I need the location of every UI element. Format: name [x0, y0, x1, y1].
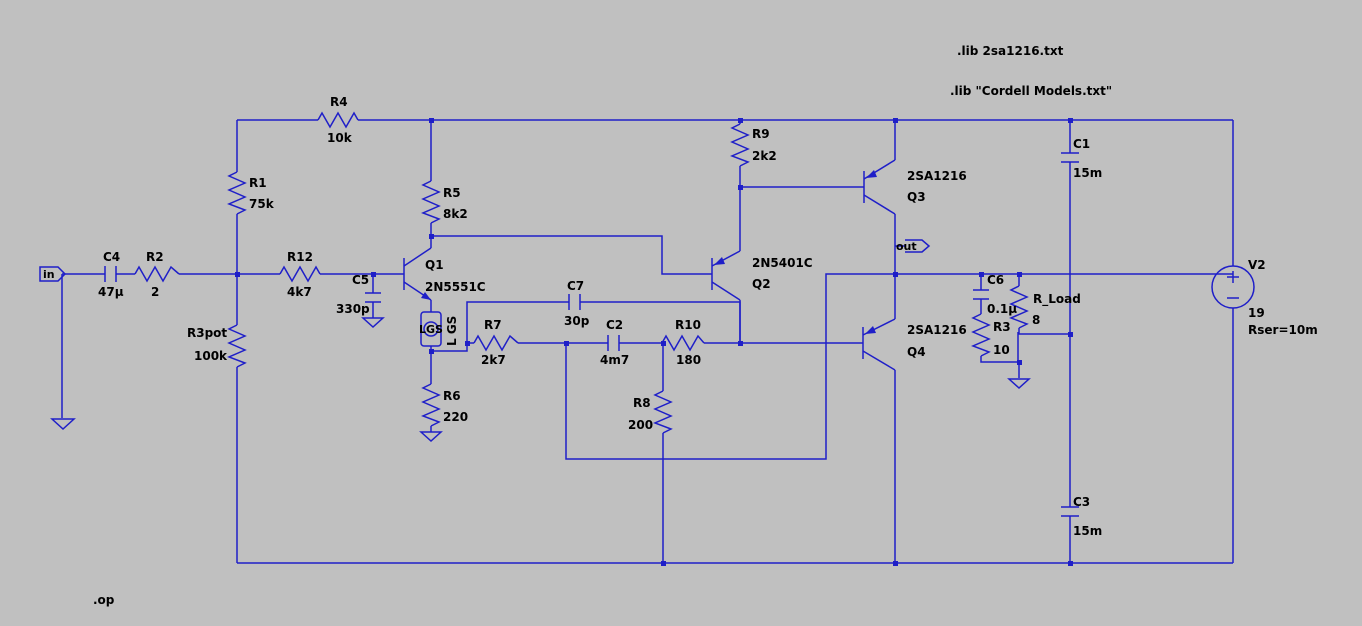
label-C5-name: C5 [352, 273, 369, 287]
label-R5-value: 8k2 [443, 207, 468, 221]
resistor-R12 [279, 265, 321, 283]
capacitor-symbols [104, 152, 1079, 517]
component-labels: R4 10k R1 75k R3pot 100k C4 47µ R2 2 R12… [98, 95, 1318, 538]
label-R7-name: R7 [484, 318, 502, 332]
resistor-R1 [227, 171, 247, 215]
label-LGS-name: L GS [445, 316, 459, 346]
label-R4-value: 10k [327, 131, 353, 145]
junction-dots [235, 118, 1073, 566]
capacitor-C4 [104, 266, 117, 282]
transistor-Q2 [711, 250, 741, 301]
ground-symbols [50, 317, 1031, 443]
ground-icon [50, 418, 76, 431]
label-V2-name: V2 [1248, 258, 1266, 272]
label-C2-name: C2 [606, 318, 623, 332]
svg-text:out: out [896, 240, 917, 253]
label-C5-value: 330p [336, 302, 370, 316]
label-Q2-name: Q2 [752, 277, 771, 291]
label-R10-name: R10 [675, 318, 701, 332]
spice-directives[interactable]: .lib 2sa1216.txt .lib "Cordell Models.tx… [93, 44, 1112, 607]
label-R1-name: R1 [249, 176, 267, 190]
label-C3-value: 15m [1073, 524, 1102, 538]
voltage-source-V2 [1211, 265, 1255, 309]
label-R3-value: 10 [993, 343, 1010, 357]
directive-lib-2sa1216: .lib 2sa1216.txt [957, 44, 1064, 58]
label-Q4-name: Q4 [907, 345, 926, 359]
label-C6-name: C6 [987, 273, 1004, 287]
transistor-Q4 [862, 318, 896, 371]
svg-text:LGS: LGS [419, 323, 443, 336]
label-R12-value: 4k7 [287, 285, 312, 299]
label-Q3-value: 2SA1216 [907, 169, 967, 183]
resistor-symbols [134, 111, 1029, 434]
port-in[interactable]: in [39, 266, 67, 282]
label-R9-name: R9 [752, 127, 770, 141]
label-R3pot-value: 100k [194, 349, 228, 363]
label-R9-value: 2k2 [752, 149, 777, 163]
label-R10-value: 180 [676, 353, 701, 367]
label-Q2-value: 2N5401C [752, 256, 813, 270]
label-R2-value: 2 [151, 285, 159, 299]
label-R4-name: R4 [330, 95, 348, 109]
resistor-R8 [653, 390, 673, 434]
label-R3pot-name: R3pot [187, 326, 227, 340]
label-R2-name: R2 [146, 250, 164, 264]
resistor-R3pot [227, 324, 247, 368]
label-R7-value: 2k7 [481, 353, 506, 367]
label-R1-value: 75k [249, 197, 275, 211]
label-R12-name: R12 [287, 250, 313, 264]
resistor-R4 [317, 111, 359, 129]
label-C4-value: 47µ [98, 285, 124, 299]
label-R6-name: R6 [443, 389, 461, 403]
lgs-component: LGS [419, 311, 443, 347]
label-C1-name: C1 [1073, 137, 1090, 151]
resistor-R3 [971, 313, 991, 357]
resistor-R2 [134, 265, 180, 283]
resistor-R5 [421, 180, 441, 224]
label-R6-value: 220 [443, 410, 468, 424]
label-C6-value: 0.1µ [987, 302, 1017, 316]
capacitor-C7 [568, 294, 581, 310]
resistor-R7 [473, 334, 519, 352]
resistor-R10 [661, 334, 705, 352]
label-R8-name: R8 [633, 396, 651, 410]
label-V2-extra: Rser=10m [1248, 323, 1318, 337]
directive-lib-cordell: .lib "Cordell Models.txt" [950, 84, 1112, 98]
resistor-R_Load [1009, 285, 1029, 329]
label-R3-name: R3 [993, 320, 1011, 334]
capacitor-C2 [607, 335, 620, 351]
capacitor-C6 [973, 289, 989, 300]
label-C7-name: C7 [567, 279, 584, 293]
label-C2-value: 4m7 [600, 353, 629, 367]
label-Q3-name: Q3 [907, 190, 926, 204]
svg-text:in: in [43, 268, 55, 281]
ground-icon [419, 431, 443, 443]
transistor-Q3 [863, 159, 896, 215]
label-Q1-value: 2N5551C [425, 280, 486, 294]
label-V2-value: 19 [1248, 306, 1265, 320]
port-out[interactable]: out [896, 239, 931, 253]
capacitor-C5 [365, 292, 381, 303]
label-R5-name: R5 [443, 186, 461, 200]
label-R8-value: 200 [628, 418, 653, 432]
label-RLoad-name: R_Load [1033, 292, 1081, 307]
transistor-Q1 [403, 247, 432, 301]
label-C7-value: 30p [564, 314, 590, 328]
directive-op: .op [93, 593, 115, 607]
label-Q4-value: 2SA1216 [907, 323, 967, 337]
resistor-R9 [730, 123, 750, 167]
label-C4-name: C4 [103, 250, 120, 264]
label-RLoad-value: 8 [1032, 313, 1040, 327]
capacitor-C3 [1061, 506, 1079, 517]
ground-icon [1007, 378, 1031, 390]
resistor-R6 [421, 383, 441, 427]
capacitor-C1 [1061, 152, 1079, 163]
label-Q1-name: Q1 [425, 258, 444, 272]
ground-icon [361, 317, 385, 329]
label-C3-name: C3 [1073, 495, 1090, 509]
label-C1-value: 15m [1073, 166, 1102, 180]
